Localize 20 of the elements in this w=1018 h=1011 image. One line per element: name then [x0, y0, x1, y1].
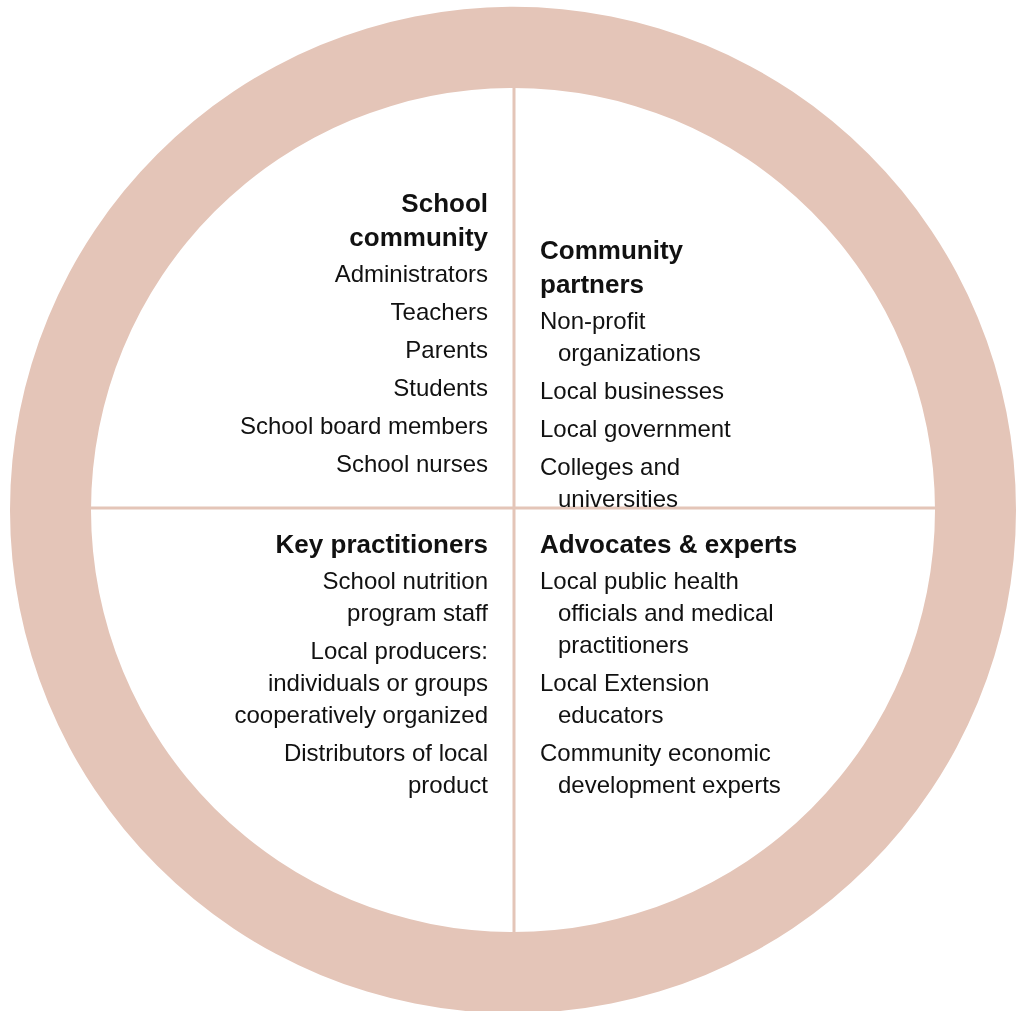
section-heading: Key practitioners — [274, 528, 488, 561]
list-item: School board members — [238, 411, 488, 441]
list-item: School nutrition program staff — [321, 566, 488, 628]
list-item: Students — [392, 373, 488, 403]
list-item: Local government — [540, 414, 732, 444]
list-item: Local businesses — [540, 376, 726, 406]
list-item: Local Extension educators — [540, 668, 711, 730]
list-item: Colleges and universities — [540, 452, 682, 514]
list-item: Teachers — [389, 297, 488, 327]
list-item: Local public health officials and medical practitioners — [540, 566, 775, 660]
list-item: Community economic development experts — [540, 738, 782, 800]
list-item: Non-profit organizations — [540, 306, 702, 368]
section-heading: Community partners — [540, 234, 684, 301]
list-item: Administrators — [333, 259, 488, 289]
section-heading: School community — [348, 187, 488, 254]
list-item: School nurses — [334, 449, 488, 479]
list-item: Distributors of local product — [282, 738, 488, 800]
section-heading: Advocates & experts — [540, 528, 799, 561]
list-item: Local producers: individuals or groups cooperatively organized — [233, 636, 488, 730]
list-item: Parents — [404, 335, 488, 365]
